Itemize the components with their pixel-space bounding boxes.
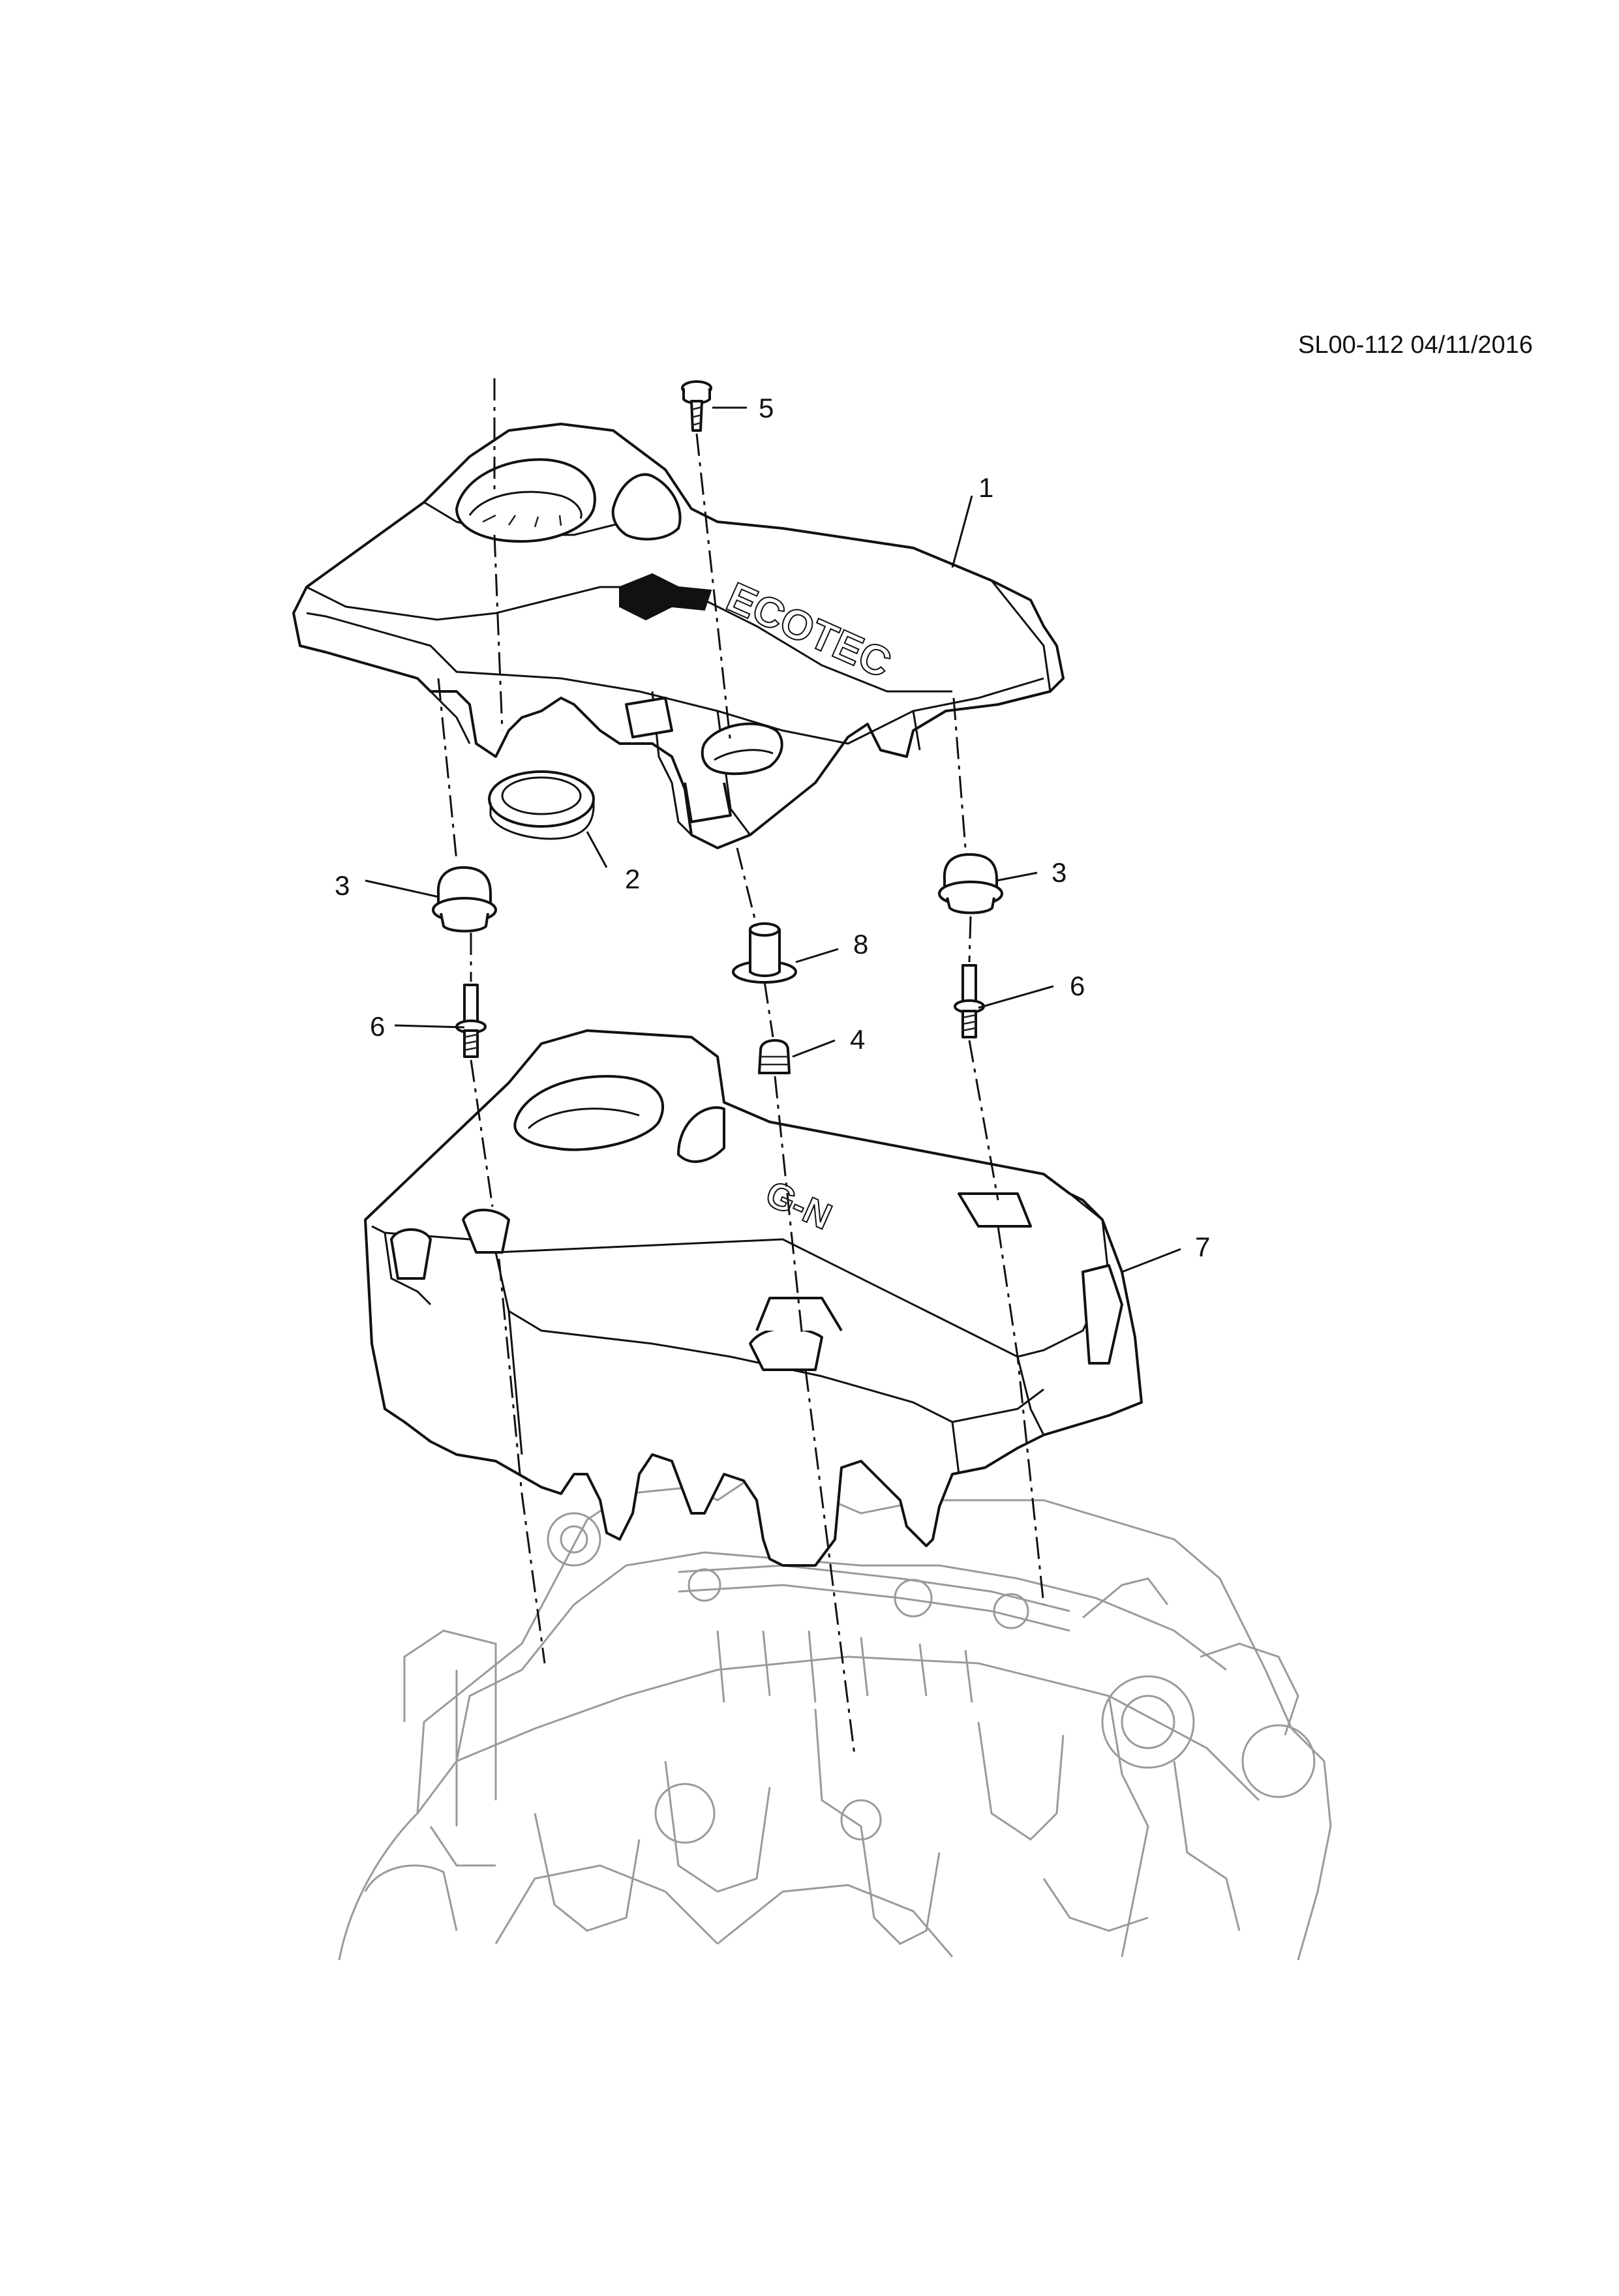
callout-1: 1 [978, 472, 993, 503]
lower-engine-cover: G-N [364, 1029, 1143, 1567]
stud-part-6-left [455, 984, 487, 1058]
callout-3-left: 3 [335, 870, 350, 901]
engine-assembly [338, 1473, 1332, 1961]
callout-2: 2 [625, 864, 640, 894]
callout-labels: 1 2 3 3 4 5 6 6 7 8 [335, 393, 1210, 1262]
bolt-part-5 [681, 380, 712, 432]
isolator-part-3-right [938, 853, 1003, 914]
bowtie-emblem-icon [619, 573, 712, 621]
assembly-lines [437, 378, 1045, 1755]
callout-3-right: 3 [1052, 857, 1067, 888]
sleeve-part-8 [732, 922, 797, 984]
grommet-part-2 [488, 770, 595, 840]
callout-6-left: 6 [370, 1011, 385, 1042]
upper-engine-cover: ECOTEC [292, 423, 1065, 849]
callout-8: 8 [853, 929, 868, 959]
callout-6-right: 6 [1070, 971, 1085, 1001]
callout-7: 7 [1195, 1231, 1210, 1262]
callout-5: 5 [759, 393, 774, 423]
document-code: SL00-112 04/11/2016 [1298, 331, 1533, 359]
callout-leaders [365, 406, 1181, 1273]
grommet-part-4 [758, 1039, 791, 1074]
isolator-part-3-left [432, 866, 497, 933]
callout-4: 4 [850, 1024, 865, 1055]
stud-part-6-right [954, 964, 985, 1038]
